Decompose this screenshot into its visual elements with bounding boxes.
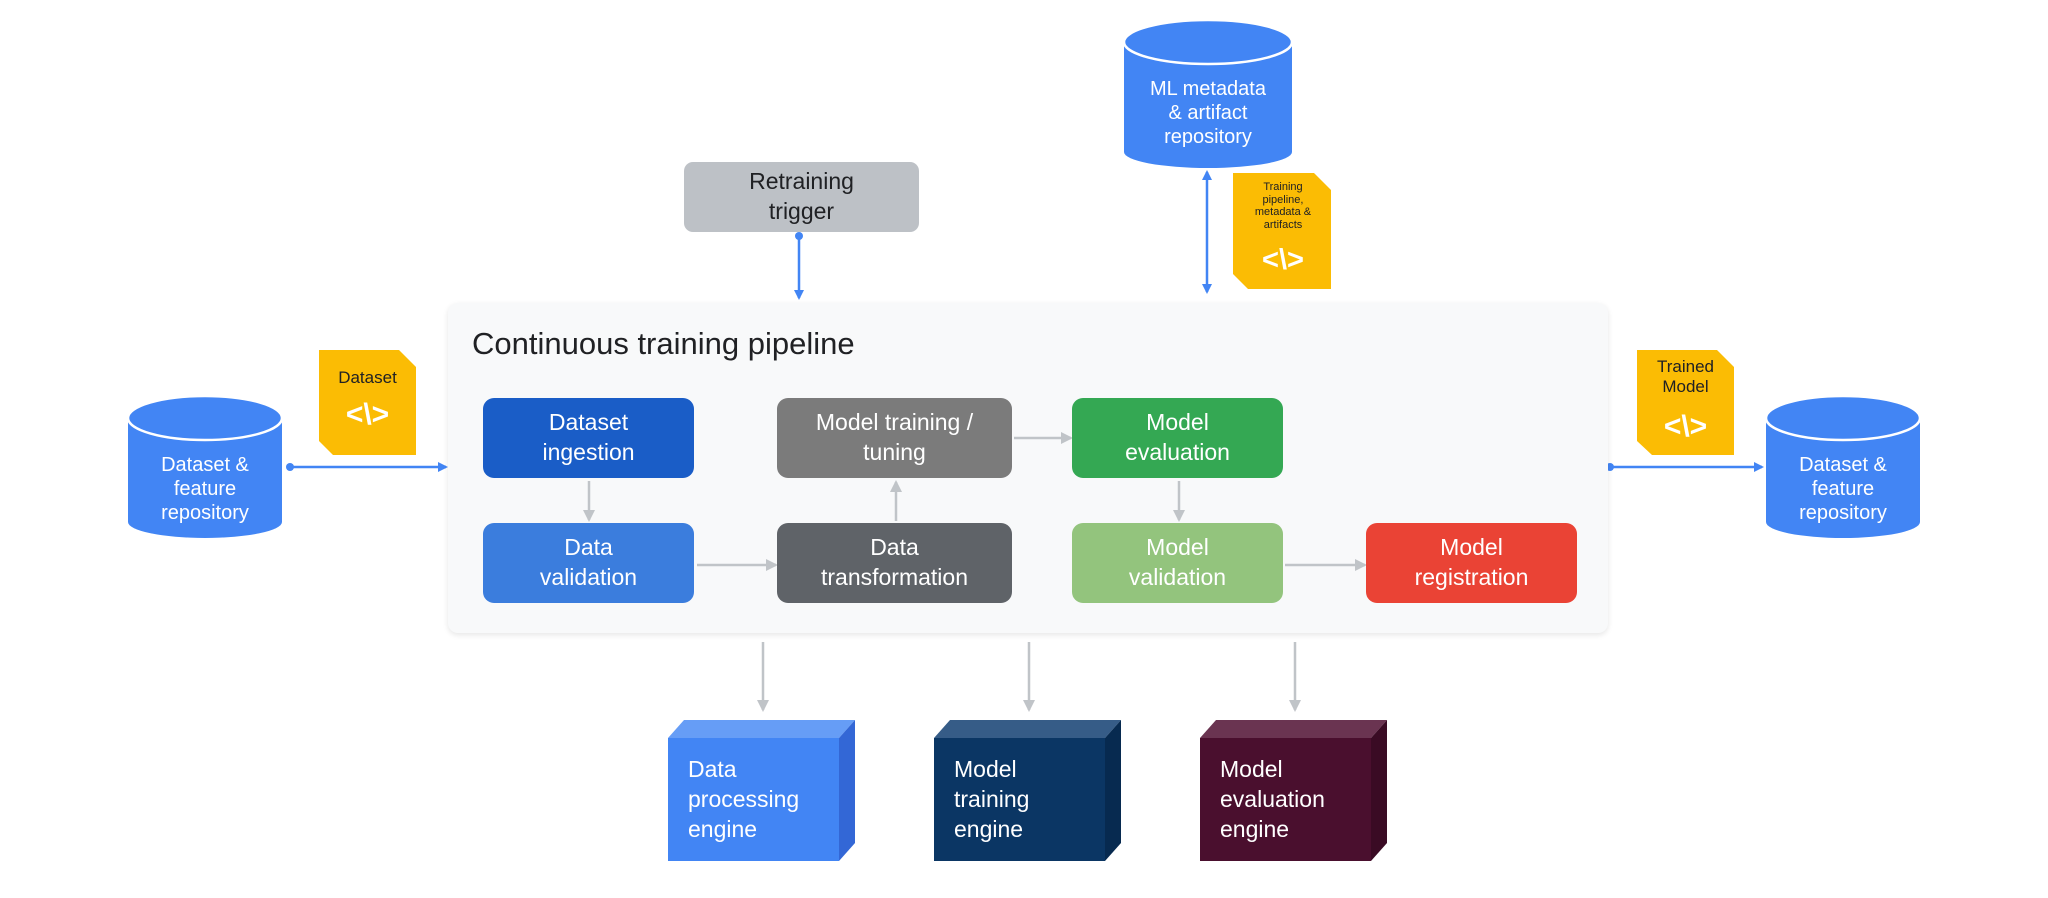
pipeline-doc-code-icon: <\> [1262, 244, 1304, 276]
step-data-transformation: Data transformation [777, 523, 1012, 603]
data-processing-engine-label: Data processing engine [688, 756, 800, 842]
ml-metadata-repo-cylinder [1122, 18, 1294, 168]
target-repo-cylinder [1764, 394, 1922, 538]
dataset-input-arrow [286, 462, 448, 472]
step-model-registration: Model registration [1366, 523, 1577, 603]
trained-model-doc-code-icon: <\> [1663, 410, 1708, 443]
model-training-engine-cube [934, 720, 1121, 861]
source-repo-cylinder [126, 394, 284, 538]
trained-model-doc-label: Trained Model [1656, 357, 1714, 396]
trained-model-doc-shape [1637, 350, 1734, 455]
model-training-engine-label: Model training engine [954, 756, 1030, 842]
model-evaluation-engine-label: Model evaluation engine [1220, 756, 1325, 842]
dataset-doc-shape [319, 350, 416, 455]
pipeline-doc-label: Training pipeline, metadata & artifacts [1254, 181, 1312, 231]
pipeline-title: Continuous training pipeline [472, 326, 855, 361]
source-repo-label: Dataset & feature repository [161, 454, 249, 524]
data-processing-engine-cube [668, 720, 855, 861]
dataset-doc-code-icon: <\> [345, 398, 390, 431]
step-data-validation: Data validation [483, 523, 694, 603]
step-model-validation: Model validation [1072, 523, 1283, 603]
pipeline-doc-shape [1233, 173, 1331, 289]
step-model-training-tuning: Model training / tuning [777, 398, 1012, 478]
trigger-arrow [794, 232, 804, 300]
retraining-trigger: Retraining trigger [684, 162, 919, 232]
target-repo-label: Dataset & feature repository [1799, 454, 1887, 524]
model-evaluation-engine-cube [1200, 720, 1387, 861]
step-dataset-ingestion: Dataset ingestion [483, 398, 694, 478]
ml-metadata-repo-label: ML metadata & artifact repository [1150, 78, 1266, 148]
step-model-evaluation: Model evaluation [1072, 398, 1283, 478]
dataset-doc-label: Dataset [338, 368, 397, 387]
model-output-arrow [1606, 462, 1764, 472]
